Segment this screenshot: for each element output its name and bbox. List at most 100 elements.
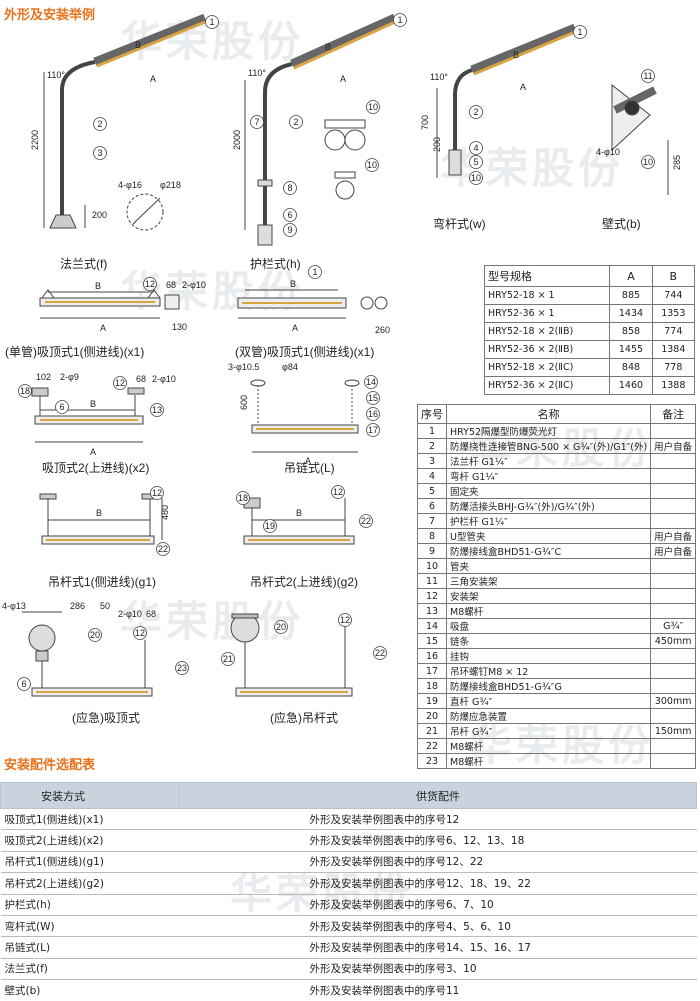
svg-text:1: 1 bbox=[209, 17, 214, 27]
diagram-caption: 法兰式(f) bbox=[60, 257, 107, 271]
table-cell: HRY52-18 × 1 bbox=[483, 286, 611, 305]
header-cell: 序号 bbox=[417, 404, 447, 424]
header-cell: 名称 bbox=[445, 404, 652, 424]
diagram-caption: (单管)吸顶式1(侧进线)(x1) bbox=[5, 344, 144, 359]
table-row: 吸顶式2(上进线)(x2)外形及安装举例图表中的序号6、12、13、18 bbox=[0, 829, 697, 852]
table-cell: 16 bbox=[417, 648, 447, 664]
dimension-label: 600 bbox=[239, 395, 249, 410]
table-cell: 885 bbox=[609, 286, 653, 305]
table-cell: 防爆接线盒BHD51-G¾″C bbox=[445, 543, 652, 559]
dimension-label: B bbox=[95, 281, 101, 291]
dimension-label: 2-φ10 bbox=[182, 280, 206, 290]
callout-marker: 6 bbox=[17, 677, 31, 691]
table-cell: HRY52-18 × 2(ⅡC) bbox=[483, 358, 611, 377]
diagram-caption: 弯杆式(w) bbox=[433, 216, 486, 231]
svg-text:11: 11 bbox=[643, 71, 652, 81]
callout-marker: 6 bbox=[283, 208, 297, 222]
dimension-label: A bbox=[520, 82, 526, 92]
table-cell: 1434 bbox=[609, 304, 653, 323]
table-cell: 挂钩 bbox=[445, 648, 652, 664]
table-cell: 1388 bbox=[651, 376, 696, 395]
table-cell: 5 bbox=[417, 483, 447, 499]
diagram-guardrail bbox=[244, 13, 397, 246]
table-row: 吊链式(L)外形及安装举例图表中的序号14、15、16、17 bbox=[0, 936, 697, 959]
dimension-label: 4-φ10 bbox=[596, 147, 620, 157]
diagram-pendant-g1 bbox=[39, 493, 163, 545]
dimension-label: B bbox=[325, 42, 331, 52]
callout-marker: 15 bbox=[366, 391, 380, 405]
dimension-label: 68 bbox=[136, 374, 146, 384]
table-cell: 20 bbox=[417, 708, 447, 724]
dimension-label: 68 bbox=[146, 609, 156, 619]
diagram-emergency-pendant bbox=[230, 613, 353, 697]
header-cell: 型号规格 bbox=[483, 265, 611, 287]
svg-text:21: 21 bbox=[223, 654, 233, 664]
table-cell: 吊杆式1(侧进线)(g1) bbox=[0, 850, 180, 874]
diagram-emergency-ceiling bbox=[22, 611, 153, 697]
diagram-bent-pole bbox=[436, 23, 577, 178]
table-cell: M8螺杆 bbox=[445, 753, 652, 769]
table-cell: 7 bbox=[417, 513, 447, 529]
svg-text:10: 10 bbox=[471, 173, 481, 183]
dimension-label: φ218 bbox=[160, 180, 181, 190]
dimension-label: 68 bbox=[166, 280, 176, 290]
table-cell bbox=[650, 483, 697, 499]
diagram-caption: 吸顶式2(上进线)(x2) bbox=[42, 461, 149, 475]
table-cell: 用户自备 bbox=[650, 543, 697, 559]
callout-marker: 11 bbox=[641, 69, 655, 83]
svg-text:17: 17 bbox=[368, 425, 378, 435]
table-cell: 9 bbox=[417, 543, 447, 559]
dimension-label: 700 bbox=[420, 115, 430, 130]
svg-text:13: 13 bbox=[152, 405, 162, 415]
table-cell bbox=[650, 558, 697, 574]
svg-text:4: 4 bbox=[473, 143, 478, 153]
callout-marker: 18 bbox=[236, 491, 250, 505]
table-cell: G¾″ bbox=[650, 618, 697, 634]
table-cell: 外形及安装举例图表中的序号6、7、10 bbox=[179, 893, 697, 916]
svg-text:22: 22 bbox=[361, 516, 371, 526]
table-cell: 防爆应急装置 bbox=[445, 708, 652, 724]
dimension-label: 110° bbox=[248, 68, 266, 78]
table-cell: U型管夹 bbox=[445, 528, 652, 544]
callout-marker: 8 bbox=[283, 181, 297, 195]
table-cell: 2 bbox=[417, 438, 447, 454]
table-cell: 防爆活接头BHJ-G¾″(外)/G¾″(外) bbox=[445, 498, 652, 514]
table-cell: 吊链式(L) bbox=[0, 936, 180, 959]
table-cell: 15 bbox=[417, 633, 447, 649]
callout-marker: 17 bbox=[366, 423, 380, 437]
diagram-caption: (应急)吊杆式 bbox=[270, 710, 338, 725]
diagram-flange bbox=[43, 13, 207, 231]
table-header-row: 安装方式 供货配件 bbox=[0, 782, 697, 809]
callout-marker: 20 bbox=[88, 628, 102, 642]
table-cell: 4 bbox=[417, 468, 447, 484]
callout-marker: 3 bbox=[93, 146, 107, 160]
svg-text:19: 19 bbox=[265, 521, 275, 531]
table-cell bbox=[650, 573, 697, 589]
svg-text:1: 1 bbox=[397, 15, 402, 25]
watermark: 华荣股份 bbox=[120, 597, 305, 646]
table-cell: 吸盘 bbox=[445, 618, 652, 634]
table-cell: 用户自备 bbox=[650, 438, 697, 454]
callout-marker: 1 bbox=[573, 25, 587, 39]
table-cell: 吊环螺钉M8 × 12 bbox=[445, 663, 652, 679]
svg-text:10: 10 bbox=[643, 157, 653, 167]
table-cell bbox=[650, 468, 697, 484]
callout-marker: 6 bbox=[55, 400, 69, 414]
table-cell bbox=[650, 663, 697, 679]
table-cell: 1 bbox=[417, 423, 447, 439]
diagram-caption: 吊杆式2(上进线)(g2) bbox=[250, 575, 358, 589]
table-cell: 22 bbox=[417, 738, 447, 754]
table-row: 护栏式(h)外形及安装举例图表中的序号6、7、10 bbox=[0, 893, 697, 916]
